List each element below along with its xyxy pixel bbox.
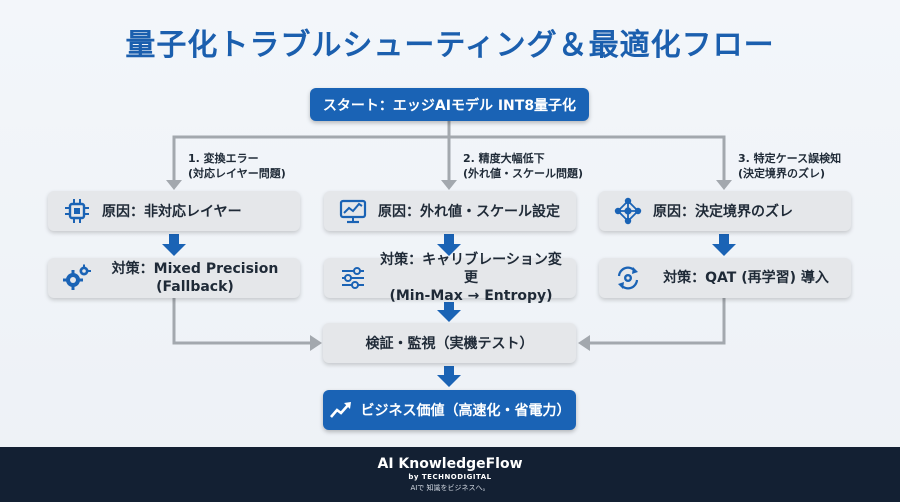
action-label-1-line1: 対策：Mixed Precision [111,261,279,277]
branch-label-1-sub: (対応レイヤー問題) [188,167,286,180]
refresh-gear-icon [613,263,643,293]
action-box-2: 対策：キャリブレーション変更 (Min-Max → Entropy) [324,252,576,304]
action-label-2-line2: (Min-Max → Entropy) [389,288,553,304]
chip-icon [62,196,92,226]
branch-label-1-title: 1. 変換エラー [188,152,259,165]
action-label-3-line1: 対策：QAT (再学習) 導入 [663,270,829,286]
branch-label-1: 1. 変換エラー (対応レイヤー問題) [188,151,286,181]
action-label-2-line1: 対策：キャリブレーション変更 [380,252,562,286]
action-label-2: 対策：キャリブレーション変更 (Min-Max → Entropy) [378,251,576,305]
arrow-cause-to-action-2 [437,234,461,256]
footer: AI KnowledgeFlow by TECHNODIGITAL AIで 知識… [0,447,900,502]
left-merge-line [172,298,310,345]
cause-label-2: 原因：外れ値・スケール設定 [378,204,560,220]
network-icon [613,196,643,226]
cause-label-1: 原因：非対応レイヤー [102,204,242,220]
branch-label-2-title: 2. 精度大幅低下 [463,152,545,165]
footer-brand: AI KnowledgeFlow [377,456,523,472]
action-box-1: 対策：Mixed Precision (Fallback) [48,258,300,298]
arrowhead-merge-left [310,335,322,351]
arrow-cause-to-action-3 [712,234,736,256]
cause-box-1: 原因：非対応レイヤー [48,191,300,231]
arrowhead-branch-1 [166,180,182,190]
action-label-1: 対策：Mixed Precision (Fallback) [102,260,300,296]
arrowhead-branch-2 [441,180,457,190]
branch-label-3: 3. 特定ケース誤検知 (決定境界のズレ) [738,151,841,181]
footer-by: by TECHNODIGITAL [408,473,492,481]
result-label: ビジネス価値（高速化・省電力） [360,403,571,419]
sliders-icon [338,263,368,293]
branch-label-3-sub: (決定境界のズレ) [738,167,826,180]
arrow-cause-to-action-1 [162,234,186,256]
start-box: スタート：エッジAIモデル INT8量子化 [310,88,589,121]
branch-label-3-title: 3. 特定ケース誤検知 [738,152,842,165]
cause-label-3: 原因：決定境界のズレ [653,204,793,220]
branch-label-2: 2. 精度大幅低下 (外れ値・スケール問題) [463,151,583,181]
cause-box-2: 原因：外れ値・スケール設定 [324,191,576,231]
cause-box-3: 原因：決定境界のズレ [599,191,851,231]
action-box-3: 対策：QAT (再学習) 導入 [599,258,851,298]
arrowhead-merge-right [578,335,590,351]
arrowhead-branch-3 [716,180,732,190]
right-merge-line [590,298,726,345]
verify-box: 検証・監視（実機テスト） [323,323,576,363]
gears-icon [62,263,92,293]
page-title: 量子化トラブルシューティング＆最適化フロー [125,28,775,63]
verify-label: 検証・監視（実機テスト） [365,336,534,352]
arrow-verify-to-result [437,366,461,387]
start-label: スタート：エッジAIモデル INT8量子化 [322,97,577,114]
action-label-3: 対策：QAT (再学習) 導入 [653,269,851,287]
trend-up-icon [329,400,353,420]
flow-connectors [162,121,736,387]
result-box: ビジネス価値（高速化・省電力） [323,390,576,430]
chart-monitor-icon [338,196,368,226]
action-label-1-line2: (Fallback) [156,279,234,295]
branch-label-2-sub: (外れ値・スケール問題) [463,167,584,180]
arrow-action-to-verify [437,302,461,322]
footer-tagline: AIで 知識をビジネスへ。 [410,484,490,492]
